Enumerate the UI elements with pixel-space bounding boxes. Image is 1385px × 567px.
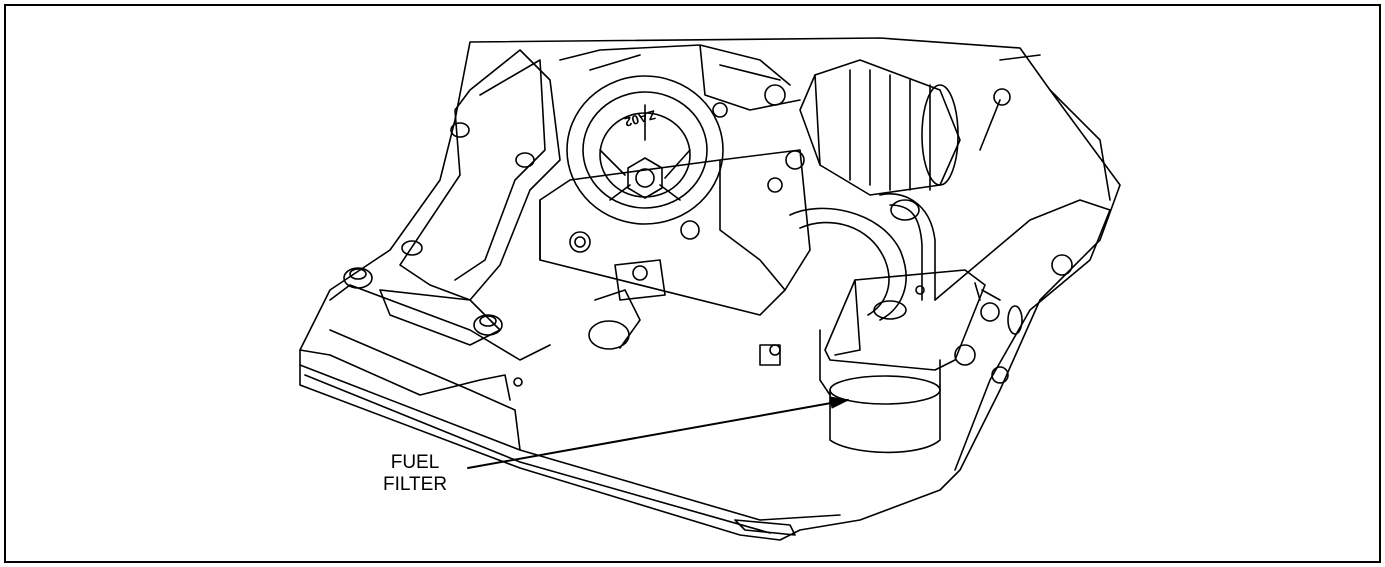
pulley-outer xyxy=(566,75,724,225)
bolt-left-1 xyxy=(450,122,470,138)
pulley-spokes xyxy=(599,104,691,201)
bracket-side-plate xyxy=(934,199,1111,471)
upper-filter xyxy=(814,59,961,196)
mount-bolt-1 xyxy=(343,267,373,289)
base-slot xyxy=(299,349,511,401)
base-plate xyxy=(299,284,841,534)
left-bracket xyxy=(399,49,561,301)
bracket-bolt-1 xyxy=(954,344,976,366)
bracket-bolt-2 xyxy=(980,302,1000,322)
callout-line-2: FILTER xyxy=(383,474,448,495)
callout-arrowhead xyxy=(829,396,849,409)
mount-bolt-2 xyxy=(473,314,503,336)
bolt-left-2 xyxy=(515,152,535,168)
pulley-mid xyxy=(582,91,708,209)
housing-hole-1 xyxy=(569,231,591,253)
fuel-filter-callout: FUEL FILTER xyxy=(383,452,447,496)
fuel-hose-1 xyxy=(789,207,907,321)
figure-frame xyxy=(4,4,1381,563)
bracket-hole xyxy=(513,377,523,387)
assembly-outline xyxy=(299,37,1121,541)
filter-bracket xyxy=(824,269,986,371)
pump-housing xyxy=(539,149,811,316)
bolt-left-3 xyxy=(401,240,423,256)
mount-pad xyxy=(379,289,501,346)
housing-hole-2 xyxy=(680,220,700,240)
callout-line-1: FUEL xyxy=(390,452,440,473)
pulley-nut xyxy=(627,157,663,199)
fuel-filter-canister xyxy=(829,384,941,454)
callout-leader xyxy=(467,399,849,469)
